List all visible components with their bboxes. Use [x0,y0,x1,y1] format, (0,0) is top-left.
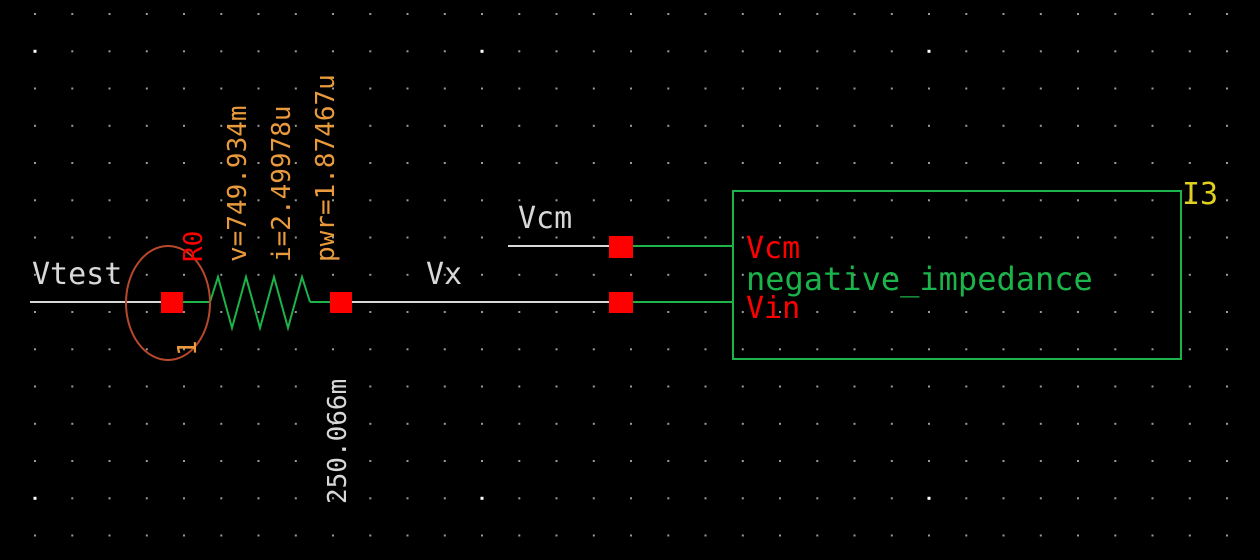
selection-highlight-ring [125,245,211,361]
pin-marker-resistor-right[interactable] [330,292,352,313]
resistor-pin-number: 1 [173,340,203,356]
net-label-vcm[interactable]: Vcm [518,201,572,236]
resistor-instance-label[interactable]: R0 [179,231,209,262]
block-pin-label-vcm: Vcm [746,231,800,266]
resistor-zigzag[interactable] [209,273,311,332]
block-instance-label[interactable]: I3 [1182,177,1218,212]
resistor-voltage-annotation: v=749.934m [223,105,253,262]
net-label-vtest[interactable]: Vtest [32,257,122,292]
pin-marker-block-vcm[interactable] [609,236,633,258]
resistor-power-annotation: pwr=1.87467u [311,74,341,262]
pin-marker-block-vin[interactable] [609,292,633,313]
pin-marker-resistor-left[interactable] [161,292,183,313]
resistor-current-annotation: i=2.49978u [267,105,297,262]
node-voltage-annotation: 250.066m [323,379,353,504]
grid-dots [33,13,1228,537]
net-label-vx[interactable]: Vx [426,257,462,292]
block-cell-name: negative_impedance [746,260,1093,298]
negative-impedance-block[interactable] [732,190,1182,360]
block-pin-label-vin: Vin [746,291,800,326]
